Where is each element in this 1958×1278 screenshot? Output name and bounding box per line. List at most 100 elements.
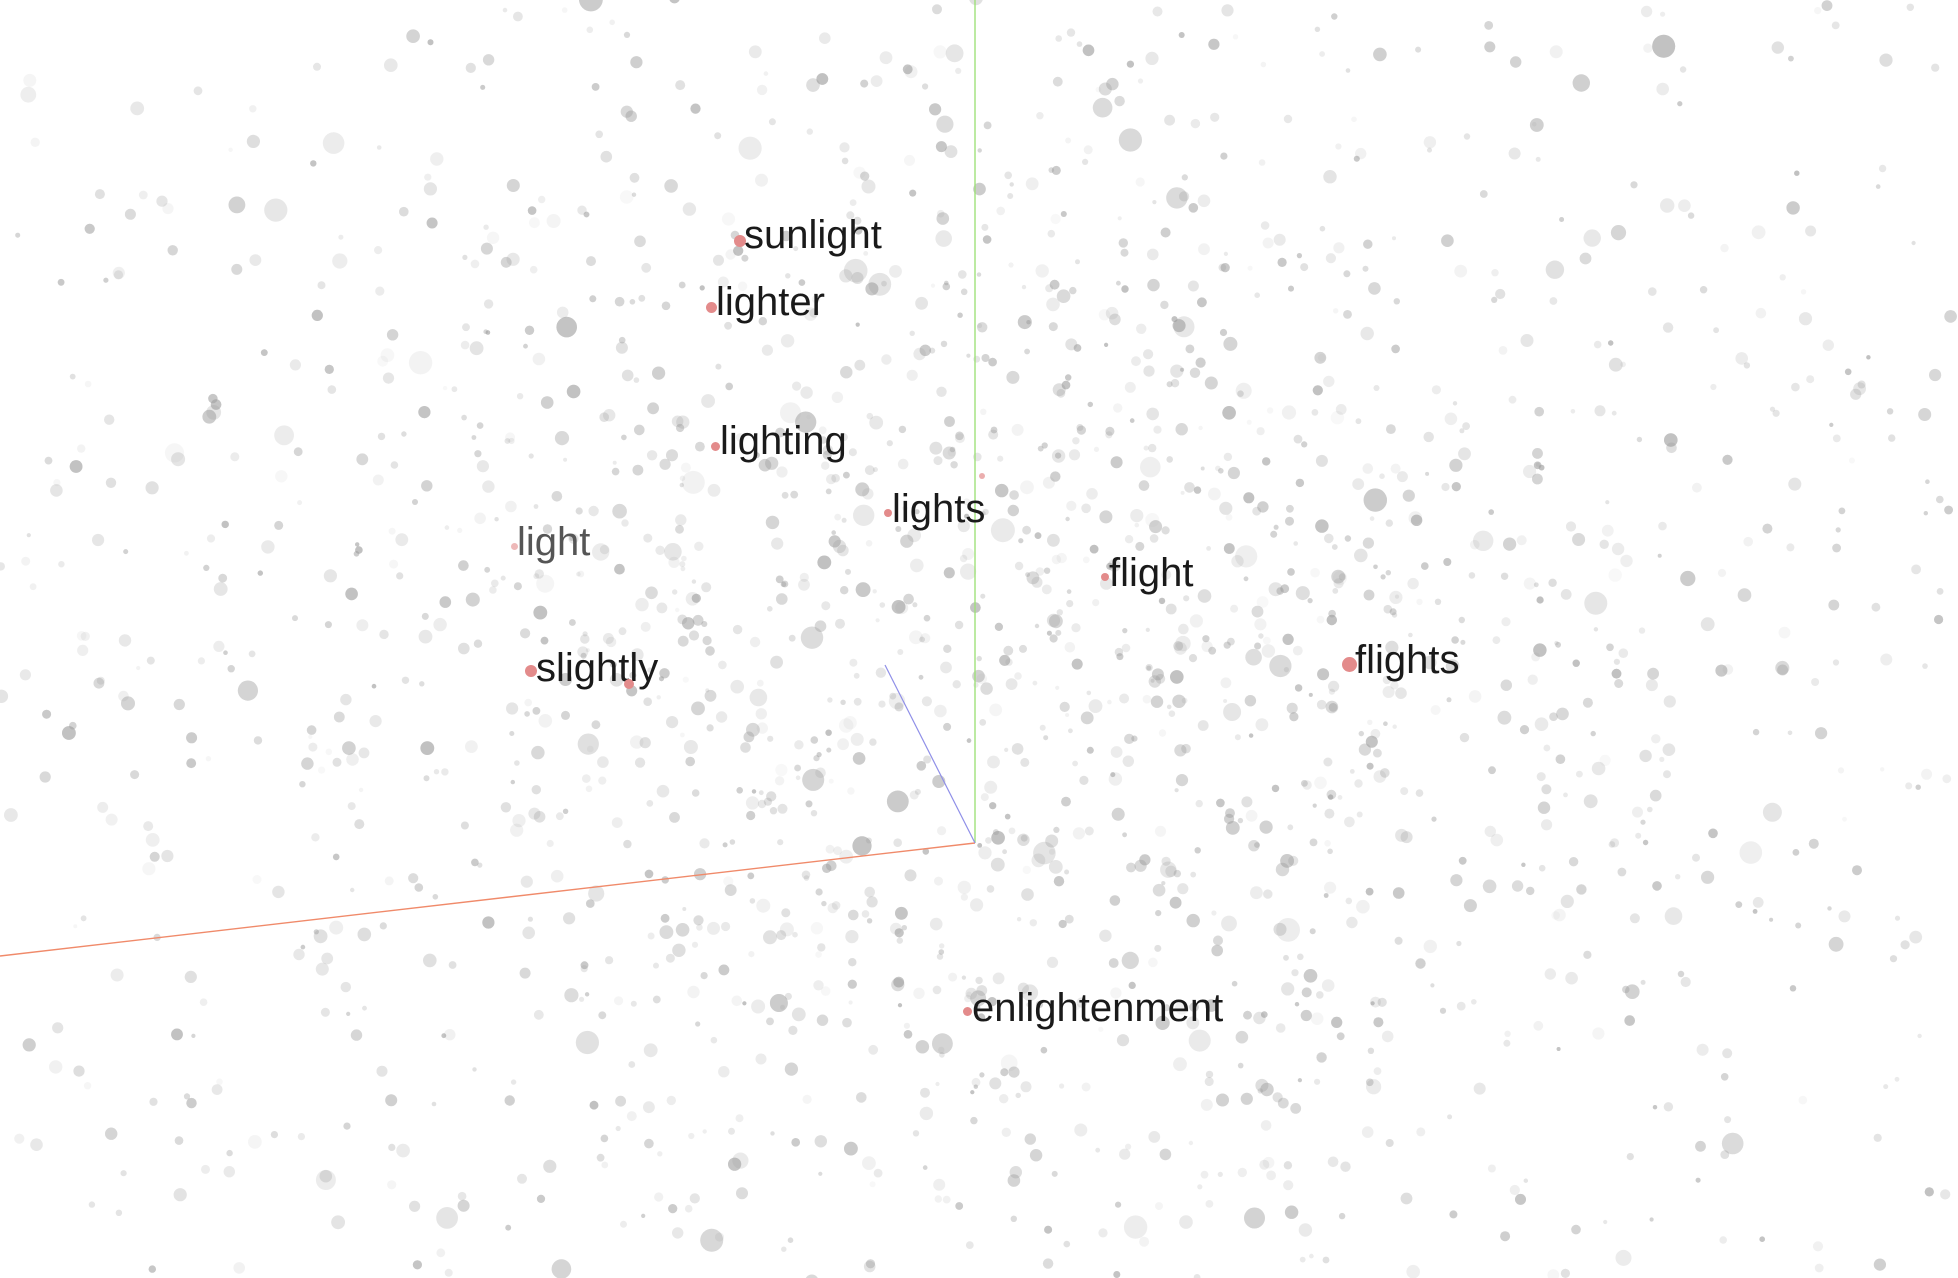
cloud-point [1828, 599, 1840, 611]
cloud-point [1273, 922, 1287, 936]
point-flights[interactable] [1342, 657, 1357, 672]
point-flight[interactable] [1101, 573, 1109, 581]
cloud-point [1296, 253, 1302, 259]
cloud-point [776, 593, 788, 605]
cloud-point [1055, 35, 1062, 42]
cloud-point [441, 1033, 447, 1039]
word-label-flights[interactable]: flights [1355, 638, 1460, 682]
word-label-slightly[interactable]: slightly [536, 646, 659, 690]
word-label-sunlight[interactable]: sunlight [744, 213, 882, 257]
cloud-point [895, 526, 902, 532]
cloud-point [1243, 576, 1249, 582]
cloud-point [396, 572, 404, 580]
cloud-point [1124, 381, 1136, 393]
cloud-point [1271, 784, 1280, 793]
cloud-point [1193, 486, 1202, 494]
cloud-point [977, 1013, 986, 1022]
cloud-point [1844, 368, 1852, 376]
cloud-point [1050, 471, 1061, 482]
cloud-point [1174, 788, 1179, 793]
cloud-point [1591, 761, 1606, 776]
cloud-point [1929, 368, 1942, 382]
cloud-point [977, 322, 988, 333]
cloud-point [301, 757, 314, 770]
point-near-y-axis[interactable] [979, 473, 985, 479]
cloud-point [1048, 860, 1063, 874]
cloud-point [854, 226, 863, 235]
word-label-enlightenment[interactable]: enlightenment [972, 986, 1224, 1030]
cloud-point [1286, 702, 1298, 714]
cloud-point [1009, 490, 1019, 500]
cloud-point [683, 740, 698, 754]
cloud-point [1174, 788, 1179, 793]
cloud-point [643, 697, 652, 706]
cloud-point [1660, 11, 1666, 17]
point-light[interactable] [511, 543, 518, 550]
cloud-point [1458, 616, 1466, 624]
cloud-point [1248, 733, 1254, 738]
cloud-point [1752, 728, 1760, 736]
cloud-point [1292, 645, 1303, 656]
cloud-point [1613, 658, 1620, 665]
point-slightly-neighbor[interactable] [624, 679, 634, 689]
word-label-lighting[interactable]: lighting [720, 419, 847, 463]
cloud-point [949, 446, 956, 453]
cloud-point [1523, 1178, 1529, 1183]
cloud-point [1004, 747, 1009, 753]
point-slightly[interactable] [525, 665, 537, 677]
cloud-point [1251, 605, 1264, 618]
cloud-point [3, 808, 18, 822]
cloud-point [1059, 701, 1070, 713]
point-lighting[interactable] [711, 442, 720, 451]
cloud-point [462, 323, 470, 332]
cloud-point [1533, 461, 1542, 470]
cloud-point [1000, 1068, 1009, 1077]
cloud-point [913, 347, 926, 361]
cloud-point [1116, 1034, 1130, 1047]
cloud-point [860, 171, 870, 181]
cloud-point [80, 915, 87, 922]
cloud-point [211, 1084, 223, 1095]
cloud-point [821, 461, 830, 470]
cloud-point [1286, 702, 1298, 714]
cloud-point [1049, 634, 1058, 643]
cloud-point [654, 1192, 664, 1202]
cloud-point [618, 336, 626, 344]
cloud-point [505, 1224, 512, 1231]
point-lighter[interactable] [706, 302, 717, 313]
cloud-point [922, 1165, 928, 1170]
word-label-light[interactable]: light [517, 520, 591, 564]
word-label-lights[interactable]: lights [892, 487, 986, 531]
cloud-point [1391, 612, 1398, 618]
cloud-point [591, 83, 600, 91]
cloud-point [746, 722, 760, 737]
cloud-point [1175, 774, 1189, 787]
word-label-lighter[interactable]: lighter [716, 280, 825, 324]
cloud-point [801, 870, 811, 880]
cloud-point [695, 441, 705, 452]
cloud-point [763, 930, 777, 945]
cloud-point [1161, 526, 1170, 535]
cloud-point [1026, 571, 1040, 585]
point-lights[interactable] [884, 509, 892, 517]
word-label-flight[interactable]: flight [1109, 551, 1194, 595]
cloud-point [1095, 86, 1102, 93]
cloud-point [897, 1003, 903, 1008]
cloud-point [1687, 212, 1695, 219]
cloud-point [1024, 348, 1030, 355]
cloud-point [1051, 449, 1066, 463]
cloud-point [1708, 828, 1718, 839]
cloud-point [569, 536, 575, 541]
point-enlightenment[interactable] [963, 1007, 972, 1016]
cloud-point [659, 458, 671, 470]
cloud-point [474, 450, 482, 458]
point-sunlight[interactable] [734, 235, 746, 247]
cloud-point [915, 296, 928, 310]
cloud-point [506, 252, 520, 266]
cloud-point [1205, 1200, 1214, 1208]
cloud-point [536, 574, 555, 593]
cloud-point [1158, 597, 1166, 605]
cloud-point [1198, 425, 1203, 431]
